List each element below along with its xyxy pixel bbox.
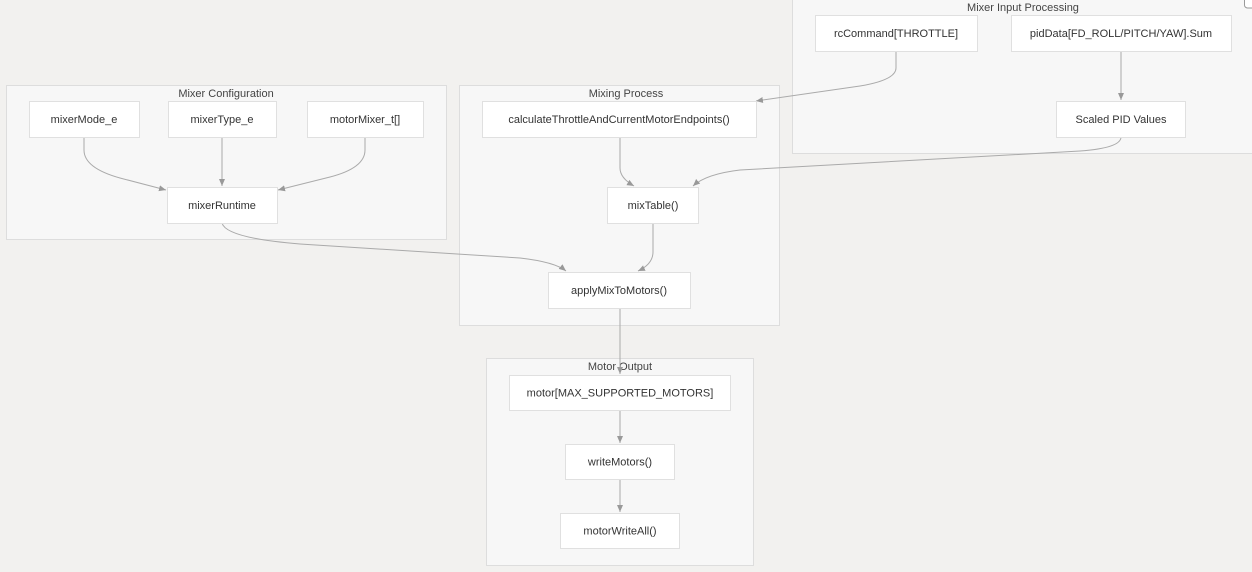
node-motor-write-all[interactable]: motorWriteAll() [560, 513, 680, 549]
edge-motormixer-runtime [277, 137, 366, 192]
node-mixer-type[interactable]: mixerType_e [168, 101, 277, 138]
node-mix-table[interactable]: mixTable() [607, 187, 699, 224]
cluster-title: Mixing Process [589, 88, 664, 100]
node-motor-mixer[interactable]: motorMixer_t[] [307, 101, 424, 138]
corner-control-icon[interactable] [1244, 0, 1252, 9]
node-write-motors[interactable]: writeMotors() [565, 444, 675, 480]
node-label: rcCommand[THROTTLE] [834, 28, 958, 40]
node-label: motorWriteAll() [583, 525, 656, 537]
node-pid-data[interactable]: pidData[FD_ROLL/PITCH/YAW].Sum [1011, 15, 1232, 52]
node-motor-array[interactable]: motor[MAX_SUPPORTED_MOTORS] [509, 375, 731, 411]
cluster-title: Mixer Input Processing [967, 2, 1079, 14]
node-rc-command[interactable]: rcCommand[THROTTLE] [815, 15, 978, 52]
node-label: calculateThrottleAndCurrentMotorEndpoint… [508, 114, 729, 126]
node-mixer-runtime[interactable]: mixerRuntime [167, 187, 278, 224]
node-label: mixTable() [628, 200, 679, 212]
edge-scaled-mixtable [692, 136, 1122, 187]
node-label: Scaled PID Values [1076, 114, 1167, 126]
edges [83, 51, 1124, 512]
node-label: motorMixer_t[] [330, 114, 400, 126]
node-label: mixerRuntime [188, 200, 256, 212]
node-label: writeMotors() [587, 456, 652, 468]
node-mixer-mode[interactable]: mixerMode_e [29, 101, 140, 138]
cluster-title: Mixer Configuration [178, 88, 273, 100]
edge-runtime-applymix [221, 222, 567, 272]
node-calc-throttle[interactable]: calculateThrottleAndCurrentMotorEndpoint… [482, 101, 757, 138]
node-label: pidData[FD_ROLL/PITCH/YAW].Sum [1030, 28, 1212, 40]
node-scaled-pid[interactable]: Scaled PID Values [1056, 101, 1186, 138]
node-label: motor[MAX_SUPPORTED_MOTORS] [527, 387, 714, 399]
node-label: mixerMode_e [51, 114, 118, 126]
node-label: applyMixToMotors() [571, 285, 667, 297]
edge-calc-mixtable [619, 137, 635, 187]
node-label: mixerType_e [191, 114, 254, 126]
edge-mixermode-runtime [83, 137, 167, 192]
edge-rccommand-calc [755, 51, 897, 103]
node-apply-mix[interactable]: applyMixToMotors() [548, 272, 691, 309]
edge-mixtable-applymix [637, 223, 654, 272]
